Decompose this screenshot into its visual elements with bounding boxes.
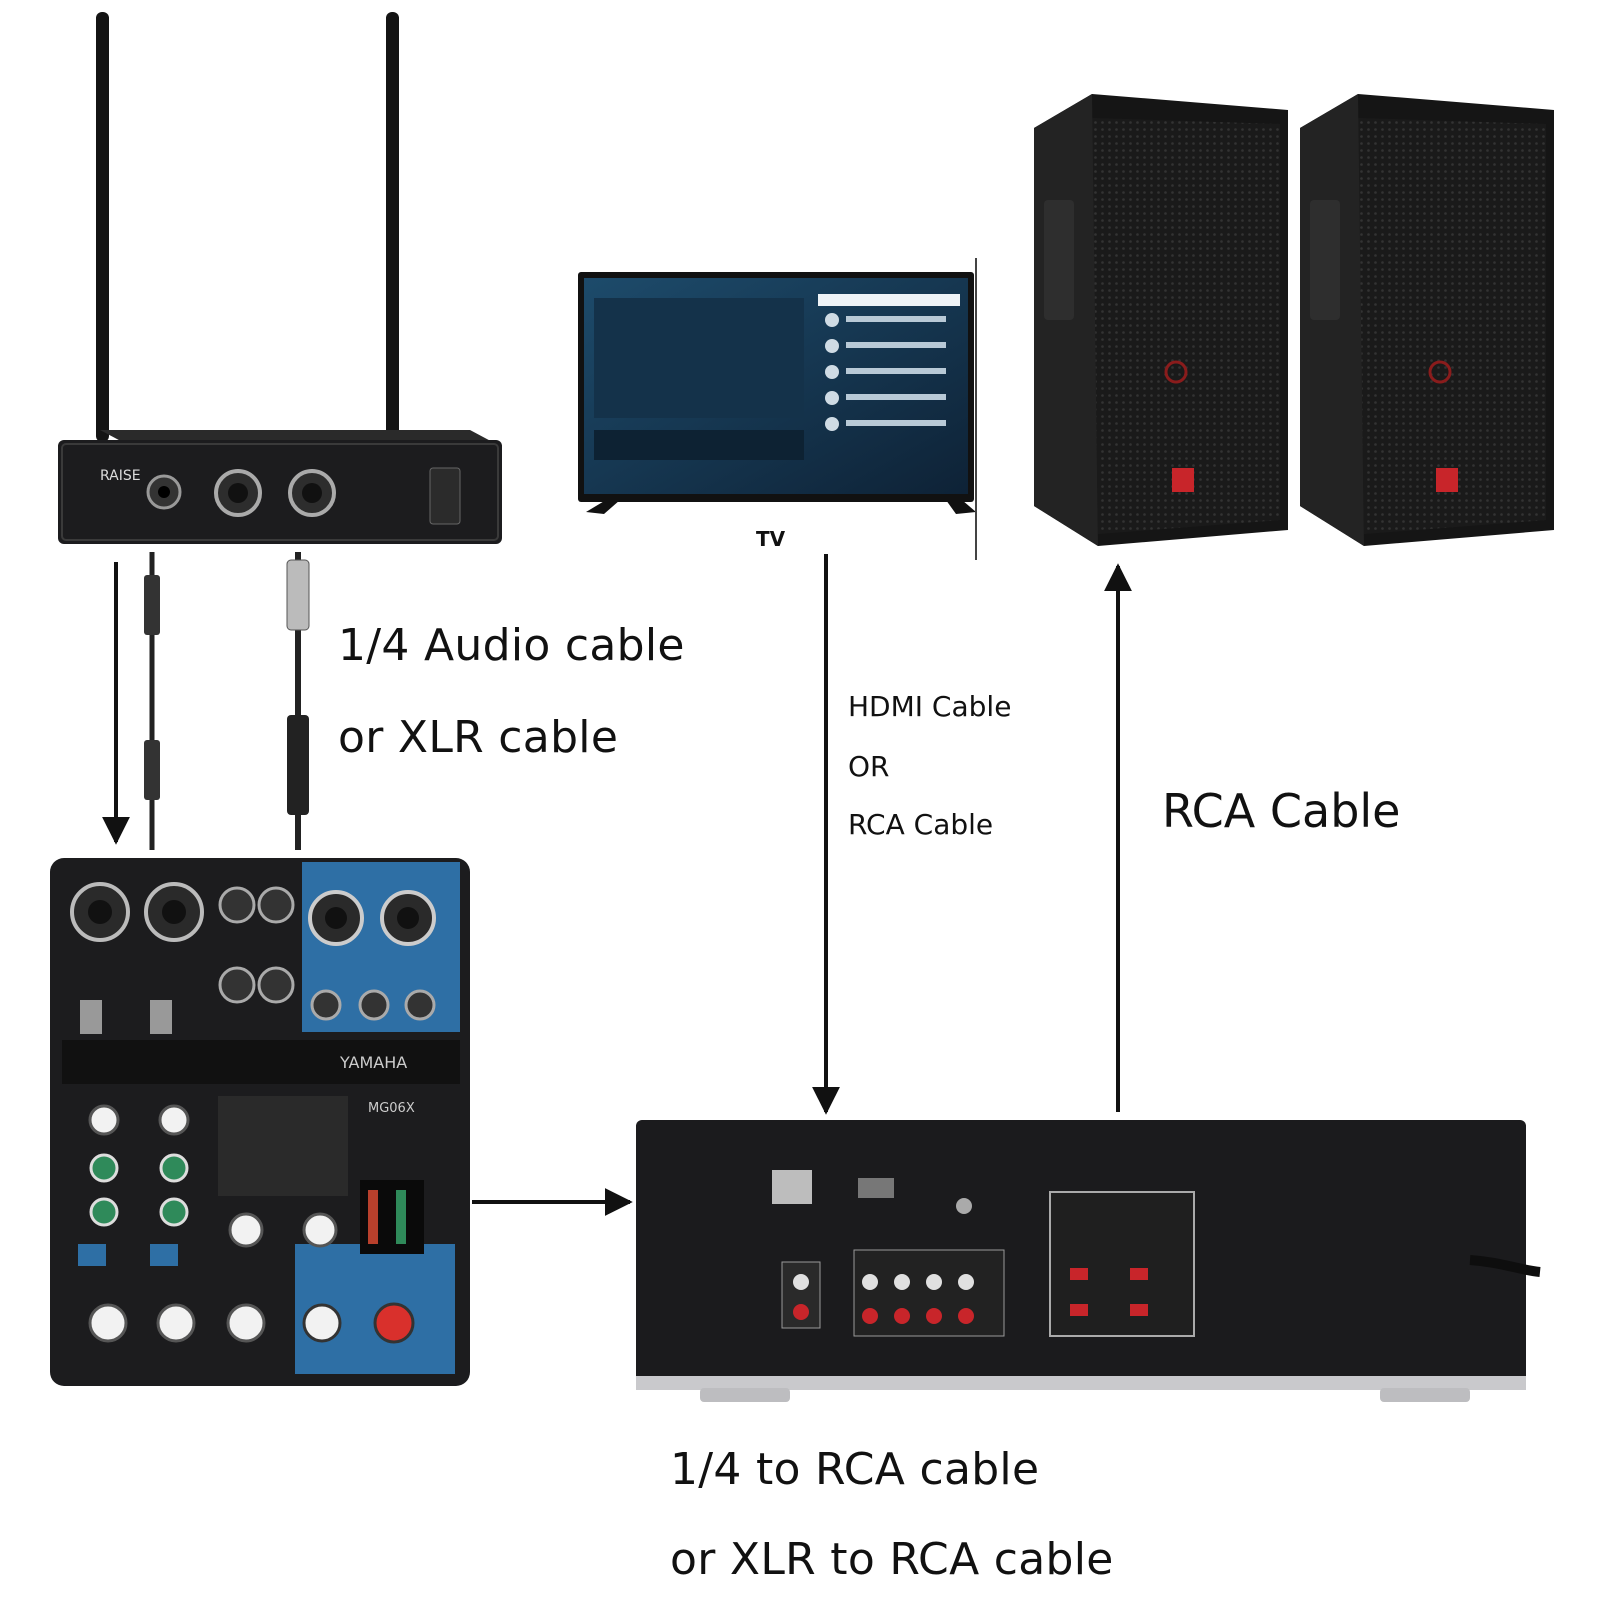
audio-mixer: YAMAHA MG06X [50,858,470,1386]
receiver-cable-label-line1: 1/4 Audio cable [338,620,685,671]
mixer-model: MG06X [368,1101,415,1116]
receiver-body [58,440,502,544]
tv-label: TV [756,527,786,551]
mixer-brand: YAMAHA [339,1053,407,1072]
speaker-right [1300,94,1554,546]
wireless-receiver: RAISE [58,12,502,544]
tv-cable-label-line2: OR [848,750,890,783]
amplifier [636,1120,1541,1402]
speaker-left [1034,94,1288,546]
mixer-cable-label-line1: 1/4 to RCA cable [670,1444,1040,1495]
receiver-brand: RAISE [100,468,141,484]
tv-cable-label-line3: RCA Cable [848,808,994,841]
antenna-right [386,12,399,442]
quarter-inch-cable [144,552,160,850]
mixer-cable-label-line2: or XLR to RCA cable [670,1534,1114,1585]
tv-cable-label-line1: HDMI Cable [848,690,1012,723]
speaker-right-grille [1358,118,1546,534]
antenna-left [96,12,109,442]
speaker-left-grille [1092,118,1280,534]
speaker-cable-label: RCA Cable [1162,784,1401,838]
television [578,258,977,560]
receiver-cable-label-line2: or XLR cable [338,712,619,763]
master-knob [373,1302,415,1344]
xlr-cable [286,552,310,850]
